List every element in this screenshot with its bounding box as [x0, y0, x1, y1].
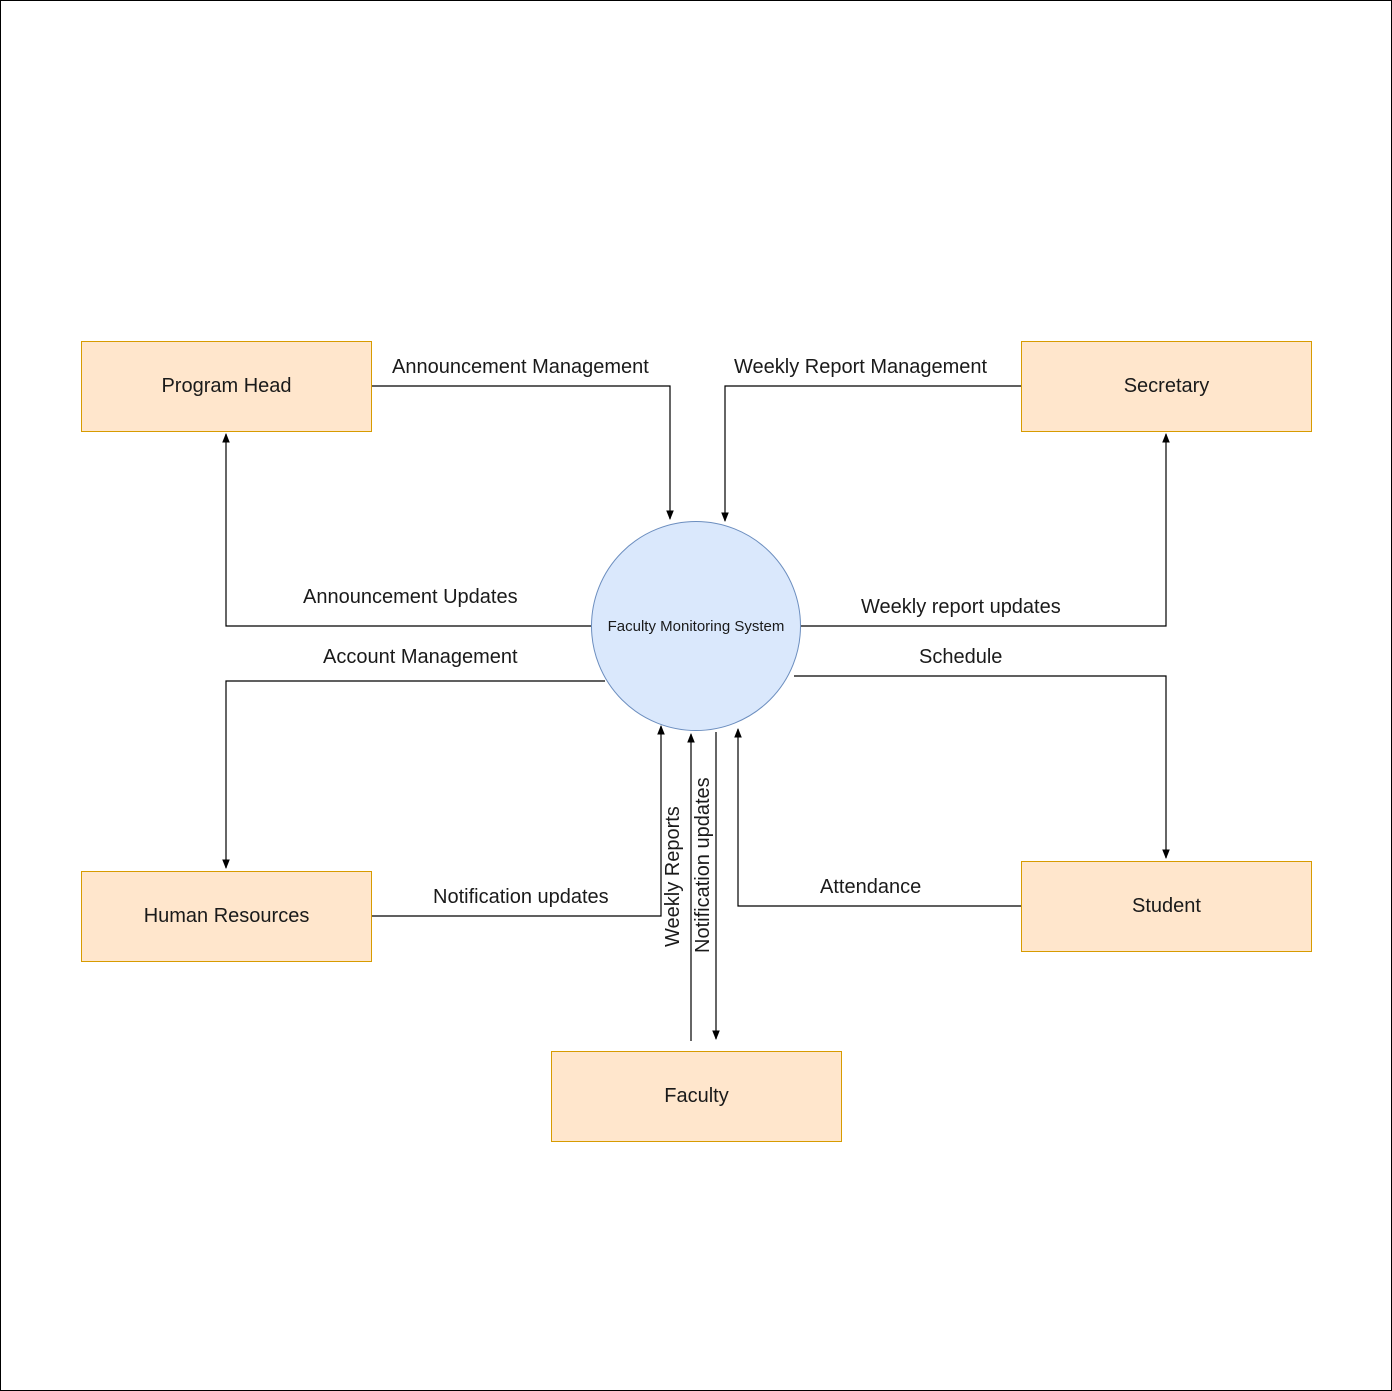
flow-schedule — [794, 675, 1170, 859]
entity-student[interactable]: Student — [1021, 861, 1312, 952]
entity-label: Student — [1132, 895, 1201, 917]
label-schedule: Schedule — [919, 646, 1003, 668]
label-weekly-report-management: Weekly Report Management — [734, 356, 988, 378]
label-weekly-reports: Weekly Reports — [662, 806, 684, 947]
label-attendance: Attendance — [820, 876, 922, 898]
label-notification-updates-faculty: Notification updates — [692, 777, 714, 953]
entity-secretary[interactable]: Secretary — [1021, 341, 1312, 432]
flow-announcement-updates — [222, 433, 591, 627]
entity-label: Program Head — [161, 375, 292, 397]
flow-notification-updates-hr — [371, 725, 665, 917]
entity-program-head[interactable]: Program Head — [81, 341, 372, 432]
flow-attendance — [734, 728, 1021, 907]
process-label: Faculty Monitoring System — [607, 617, 785, 635]
label-announcement-updates: Announcement Updates — [303, 586, 518, 608]
flow-announcement-management — [371, 385, 674, 520]
entity-label: Secretary — [1123, 375, 1210, 397]
label-weekly-report-updates: Weekly report updates — [861, 596, 1061, 618]
entity-human-resources[interactable]: Human Resources — [81, 871, 372, 962]
flow-weekly-report-updates — [801, 433, 1170, 627]
label-account-management: Account Management — [323, 646, 518, 668]
flow-account-management — [222, 680, 605, 869]
entity-label: Human Resources — [143, 905, 310, 927]
entity-faculty[interactable]: Faculty — [551, 1051, 842, 1142]
label-announcement-management: Announcement Management — [392, 356, 649, 378]
label-notification-updates-hr: Notification updates — [433, 886, 609, 908]
entity-label: Faculty — [664, 1085, 729, 1107]
flow-weekly-report-management — [721, 385, 1021, 522]
process-faculty-monitoring-system[interactable]: Faculty Monitoring System — [591, 521, 801, 731]
